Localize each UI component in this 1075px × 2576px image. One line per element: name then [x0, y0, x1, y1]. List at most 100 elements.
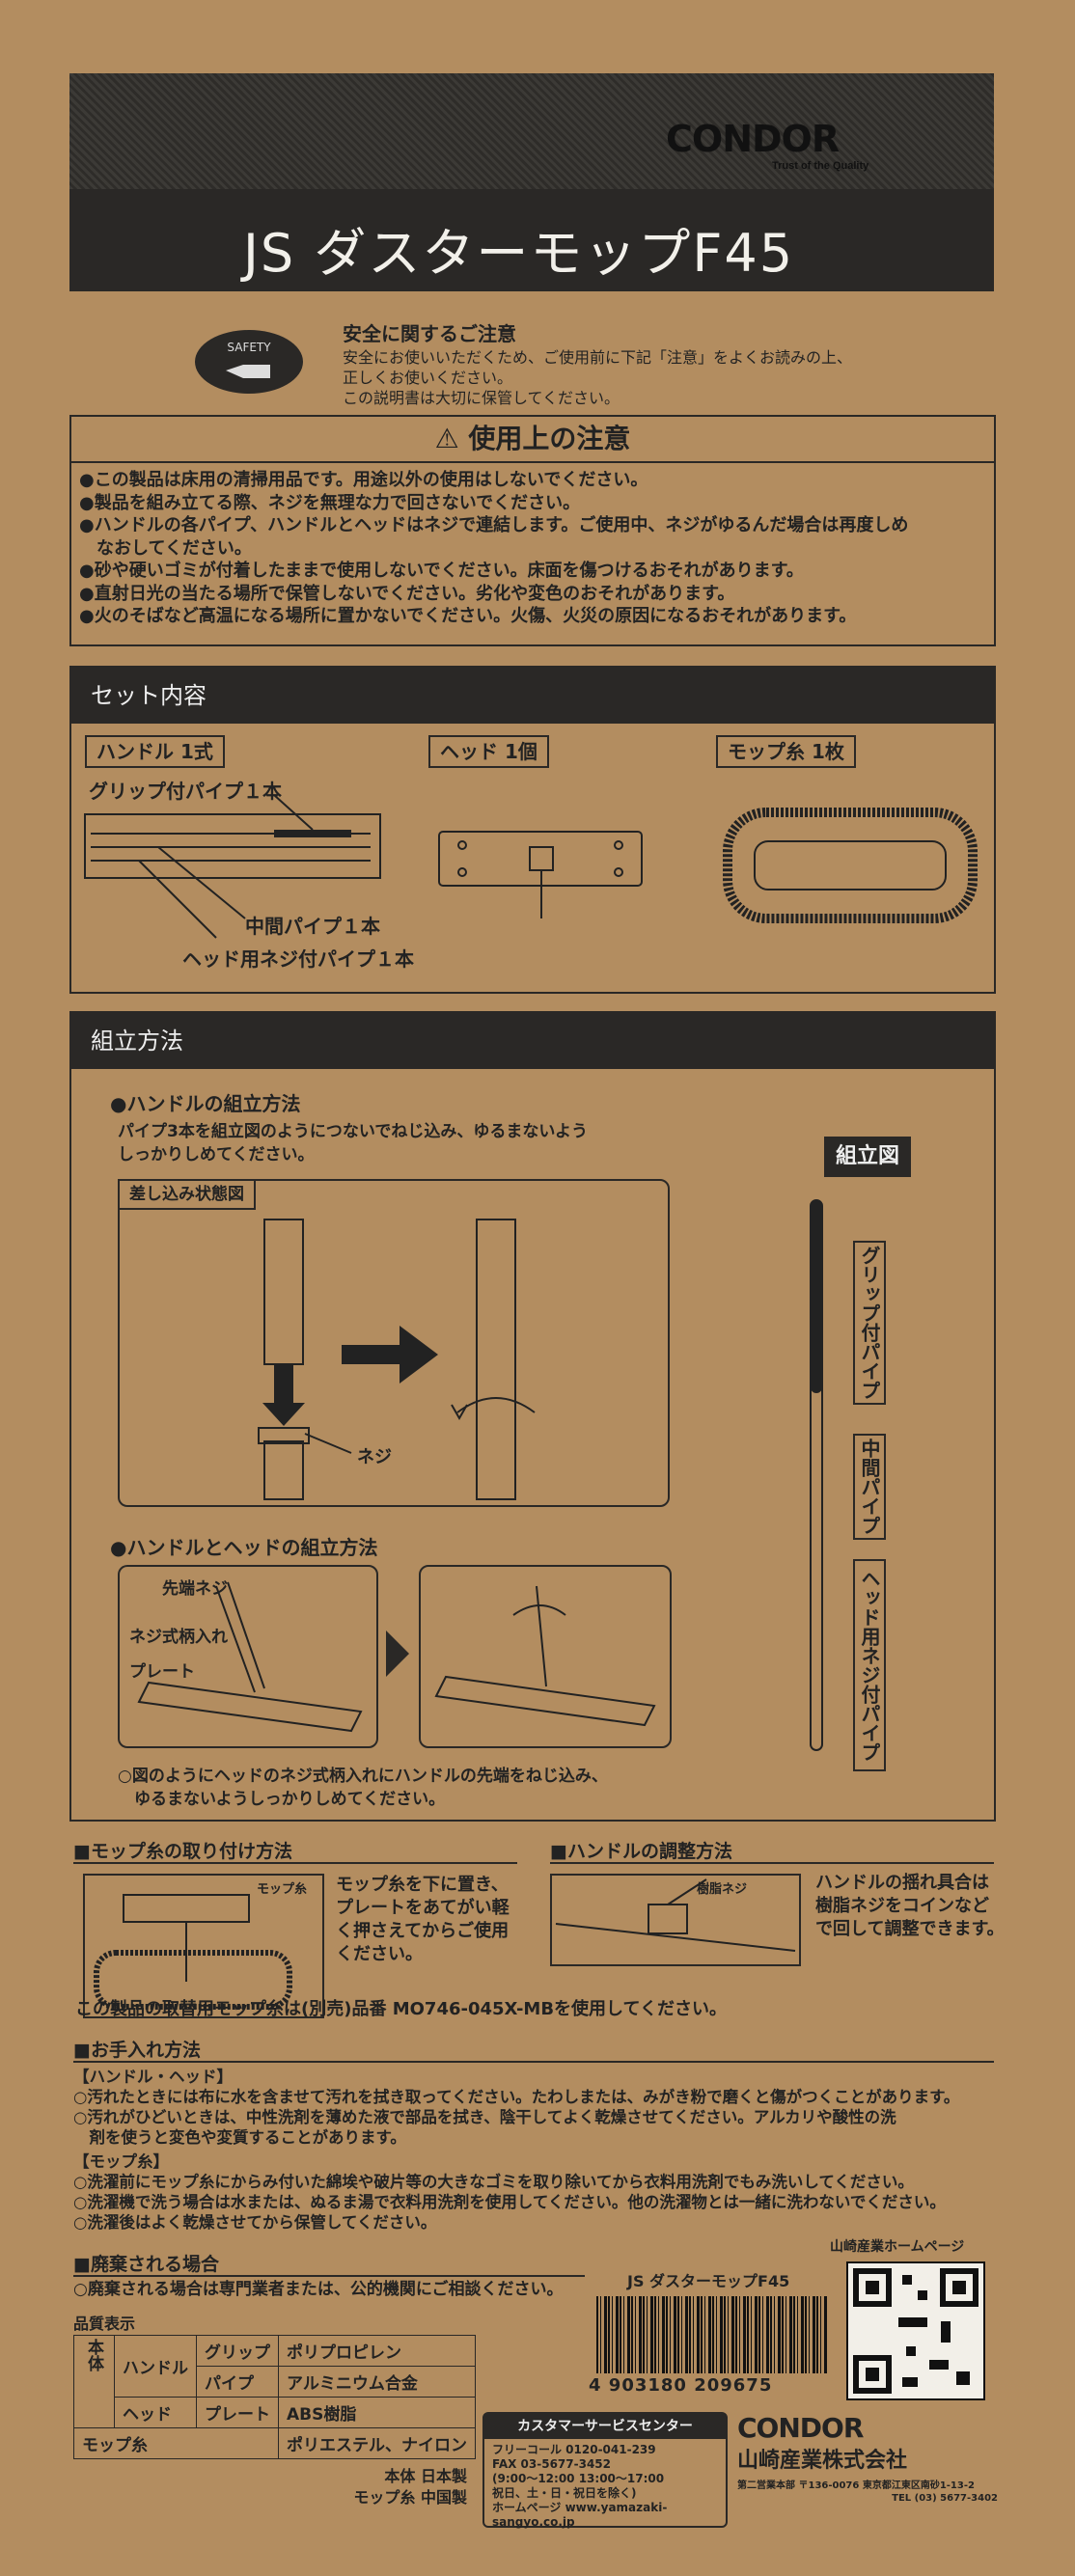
- table-cell: パイプ: [196, 2366, 279, 2398]
- assembly-box: 組立方法 ●ハンドルの組立方法 パイプ3本を組立図のようにつないでねじ込み、ゆる…: [69, 1011, 996, 1822]
- table-row: パイプ アルミニウム合金: [74, 2366, 476, 2398]
- insertion-drawing: [258, 1219, 536, 1500]
- screw-holder-label: ネジ式柄入れ: [129, 1628, 228, 1647]
- care-rule: [73, 2061, 994, 2063]
- table-cell: ヘッド: [114, 2397, 197, 2428]
- service-hours: (9:00～12:00 13:00～17:00: [492, 2472, 665, 2485]
- barcode-number: 4 903180 209675: [589, 2375, 773, 2396]
- screw-label: ネジ: [357, 1447, 392, 1467]
- handle-adjust-diagram: 樹脂ネジ: [550, 1874, 801, 1966]
- table-cell: アルミニウム合金: [278, 2366, 476, 2398]
- care-item: ○洗濯機で洗う場合は水または、ぬるま湯で衣料用洗剤を使用してください。他の洗濯物…: [73, 2193, 946, 2211]
- company-dept: 第二営業本部: [737, 2480, 795, 2491]
- diagram-part-middle: 中間パイプ: [853, 1434, 886, 1540]
- company-info: 第二営業本部 〒136-0076 東京都江東区南砂1-13-2 TEL (03)…: [737, 2480, 998, 2505]
- set-contents-box: セット内容 ハンドル 1式 ヘッド 1個 モップ糸 1枚 グリップ付パイプ１本 …: [69, 666, 996, 994]
- care-body: 【ハンドル・ヘッド】 ○汚れたときには布に水を含ませて汚れを拭き取ってください。…: [73, 2067, 1000, 2233]
- caution-heading: ⚠ 使用上の注意: [71, 417, 994, 463]
- company-logo: CONDOR: [737, 2412, 864, 2444]
- handle-pipes-drawing: [84, 794, 381, 939]
- tip-screw-label: 先端ネジ: [162, 1579, 228, 1599]
- table-cell: ポリプロピレン: [278, 2335, 476, 2367]
- mop-label: モップ糸 1枚: [716, 735, 856, 768]
- table-row: モップ糸 ポリエステル、ナイロン: [73, 2427, 476, 2459]
- customer-center-info: フリーコール 0120-041-239 FAX 03-5677-3452 (9:…: [492, 2443, 726, 2530]
- caution-item: なおしてください。: [79, 537, 252, 559]
- safety-badge-text: SAFETY: [227, 341, 271, 354]
- warning-icon: ⚠: [434, 423, 469, 454]
- table-row: 本体 ハンドル グリップ ポリプロピレン: [73, 2335, 476, 2428]
- caution-item: ●直射日光の当たる場所で保管しないでください。劣化や変色のおそれがあります。: [79, 583, 735, 604]
- handle-adjust-desc: ハンドルの揺れ具合は 樹脂ネジをコインなど で回して調整できます。: [815, 1872, 1005, 1941]
- table-cell: ABS樹脂: [278, 2397, 476, 2428]
- mop-attach-title: ■モップ糸の取り付け方法: [73, 1841, 292, 1862]
- safety-body: 安全にお使いいただくため、ご使用前に下記「注意」をよくお読みの上、 正しくお使い…: [343, 347, 883, 408]
- head-step-1: 先端ネジ ネジ式柄入れ プレート: [118, 1565, 378, 1748]
- diagram-label: 組立図: [824, 1137, 912, 1177]
- handle-adjust-title: ■ハンドルの調整方法: [550, 1841, 732, 1862]
- specs-body-label: 本体: [73, 2335, 115, 2428]
- handle-desc-line: パイプ3本を組立図のようにつないでねじ込み、ゆるまないよう: [118, 1122, 588, 1141]
- replacement-note: この製品の取替用モップ糸は(別売)品番 MO746-045X-MBを使用してくだ…: [75, 1999, 727, 2019]
- caution-item: ●製品を組み立てる際、ネジを無理な力で回さないでください。: [79, 492, 581, 513]
- resin-screw-label: 樹脂ネジ: [697, 1882, 748, 1897]
- qr-code: [846, 2261, 985, 2400]
- diagram-part-grip: グリップ付パイプ: [853, 1241, 886, 1405]
- mop-drawing: [723, 808, 978, 923]
- care-item: 剤を使うと変色や変質することがあります。: [73, 2128, 406, 2147]
- care-title: ■お手入れ方法: [73, 2040, 201, 2061]
- mop-attach-line: モップ糸を下に置き、: [336, 1875, 509, 1895]
- specs-title: 品質表示: [73, 2315, 136, 2333]
- barcode-label: JS ダスターモップF45: [627, 2272, 790, 2290]
- care-item: ○汚れがひどいときは、中性洗剤を薄めた液で部品を拭き、陰干してよく乾燥させてくだ…: [73, 2108, 896, 2126]
- head-step-2: [419, 1565, 672, 1748]
- table-cell: グリップ: [196, 2335, 279, 2367]
- step-arrow: [386, 1631, 409, 1677]
- service-days: 祝日、土・日・祝日を除く): [492, 2486, 637, 2500]
- mop-attach-line: プレートをあてがい軽: [336, 1898, 510, 1918]
- care-item: ○汚れたときには布に水を含ませて汚れを拭き取ってください。たわしまたは、みがき粉…: [73, 2088, 960, 2106]
- safety-icon: SAFETY: [193, 328, 305, 396]
- insertion-diagram: 差し込み状態図 ネジ: [118, 1179, 670, 1507]
- company-name: 山崎産業株式会社: [737, 2449, 908, 2473]
- care-handle-heading: 【ハンドル・ヘッド】: [73, 2068, 233, 2086]
- safety-line: 安全にお使いいただくため、ご使用前に下記「注意」をよくお読みの上、: [343, 348, 853, 367]
- table-cell: プレート: [196, 2397, 279, 2428]
- caution-item: ●砂や硬いゴミが付着したままで使用しないでください。床面を傷つけるおそれがありま…: [79, 561, 804, 581]
- mop-attach-line: ください。: [336, 1944, 423, 1964]
- mop-attach-diagram: モップ糸: [83, 1874, 324, 2018]
- screw-pipe-label: ヘッド用ネジ付パイプ１本: [182, 947, 414, 971]
- website-link[interactable]: ホームページ www.yamazaki-sangyo.co.jp: [492, 2501, 668, 2529]
- brand-logo: CONDOR Trust of the Quality: [647, 112, 994, 172]
- mop-tag-label: モップ糸: [257, 1882, 308, 1897]
- assembly-title: 組立方法: [71, 1013, 994, 1069]
- qr-pattern: [853, 2268, 979, 2394]
- customer-center-box: カスタマーサービスセンター フリーコール 0120-041-239 FAX 03…: [482, 2412, 728, 2530]
- grip-pipe-label: グリップ付パイプ１本: [89, 780, 282, 803]
- handle-assembly-heading: ●ハンドルの組立方法: [110, 1092, 301, 1115]
- freecall-number: フリーコール 0120-041-239: [492, 2443, 656, 2456]
- disposal-rule: [73, 2275, 585, 2277]
- company-tel: TEL (03) 5677-3402: [892, 2493, 998, 2504]
- head-assembly-heading: ●ハンドルとヘッドの組立方法: [110, 1536, 378, 1559]
- head-note-line: ○図のようにヘッドのネジ式柄入れにハンドルの先端をねじ込み、: [118, 1767, 608, 1786]
- table-row: ヘッド プレート ABS樹脂: [74, 2397, 476, 2428]
- safety-line: 正しくお使いください。: [343, 369, 513, 387]
- brand-name: CONDOR: [666, 118, 840, 160]
- brand-tagline: Trust of the Quality: [772, 160, 869, 172]
- assembled-handle-drawing: [810, 1199, 823, 1751]
- customer-center-title: カスタマーサービスセンター: [484, 2414, 726, 2439]
- middle-pipe-label: 中間パイプ１本: [245, 915, 380, 938]
- set-contents-title: セット内容: [71, 668, 994, 724]
- safety-title: 安全に関するご注意: [343, 322, 516, 345]
- origin-body: 本体 日本製: [384, 2467, 467, 2485]
- title-bar: JS ダスターモップF45: [69, 189, 994, 291]
- table-cell: ハンドル: [114, 2335, 197, 2398]
- head-step-2-drawing: [434, 1585, 656, 1727]
- handle-adjust-line: 樹脂ネジをコインなど: [815, 1896, 989, 1916]
- specs-section: 品質表示 本体 ハンドル グリップ ポリプロピレン パイプ アルミニウム合金 ヘ…: [73, 2314, 476, 2459]
- handle-label: ハンドル 1式: [85, 735, 225, 768]
- table-cell: モップ糸: [73, 2427, 279, 2459]
- handle-adjust-rule: [550, 1862, 994, 1864]
- homepage-label: 山崎産業ホームページ: [830, 2239, 965, 2255]
